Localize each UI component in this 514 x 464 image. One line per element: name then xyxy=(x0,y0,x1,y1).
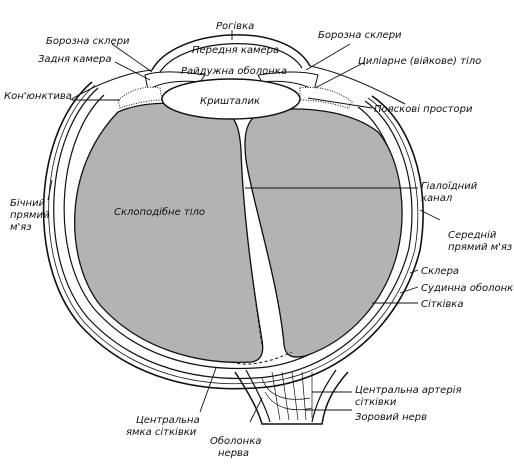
cornea-group xyxy=(69,34,406,105)
ciliary-right xyxy=(299,86,353,109)
vitreous-body xyxy=(74,102,403,365)
label-central-artery-1: Центральна артерія xyxy=(355,384,461,396)
label-ciliary-body: Циліарне (війкове) тіло xyxy=(358,55,481,67)
hyaloid-canal-dashed-left xyxy=(240,149,263,346)
label-scleral-sulcus-right: Борозна склери xyxy=(318,30,402,41)
label-fovea-1: Центральна xyxy=(136,415,200,426)
labels: Рогівка Борозна склери Борозна склери Пе… xyxy=(4,20,514,459)
label-conjunctiva: Кон'юнктива xyxy=(4,91,72,102)
label-lens: Кришталик xyxy=(200,96,260,107)
label-zonular-spaces: Пояскові простори xyxy=(374,103,473,115)
choroid-outline xyxy=(53,87,413,380)
label-hyaloid-canal-1: Гіалоїдний xyxy=(421,180,478,192)
sclera-inner-line xyxy=(48,84,419,385)
conjunctiva-left xyxy=(69,69,153,101)
optic-nerve-fibers xyxy=(261,371,313,421)
label-lateral-rectus-1: Бічний xyxy=(10,197,46,209)
vitreous-left-lobe xyxy=(74,102,264,364)
cornea-inner xyxy=(159,43,303,73)
ciliary-left xyxy=(117,86,163,109)
label-cornea: Рогівка xyxy=(216,20,254,32)
cornea-outer xyxy=(151,34,311,71)
label-central-artery-2: сітківки xyxy=(355,396,397,408)
optic-nerve-group xyxy=(234,369,349,425)
label-anterior-chamber: Передня камера xyxy=(192,45,279,56)
label-choroid: Судинна оболонка xyxy=(421,282,514,294)
label-scleral-sulcus-left: Борозна склери xyxy=(46,36,130,47)
lens xyxy=(161,78,301,120)
label-iris: Райдужна оболонка xyxy=(181,65,287,77)
leader-lines xyxy=(47,30,441,423)
vitreous-bottom-dashed xyxy=(231,351,293,365)
label-vitreous-body: Склоподібне тіло xyxy=(114,206,205,218)
label-lateral-rectus-2: прямий xyxy=(10,210,50,221)
conjunctiva-right xyxy=(309,65,406,105)
label-optic-nerve: Зоровий нерв xyxy=(355,412,427,423)
eyeball-wall xyxy=(42,81,424,390)
label-hyaloid-canal-2: канал xyxy=(421,193,453,204)
label-medial-rectus-2: прямий м'яз xyxy=(448,242,512,253)
sclera-outline xyxy=(42,81,424,390)
label-nerve-sheath-2: нерва xyxy=(218,448,249,459)
hyaloid-canal-dashed-right xyxy=(245,159,285,345)
label-lateral-rectus-3: м'яз xyxy=(10,222,32,233)
label-sclera: Склера xyxy=(421,266,459,277)
label-retina: Сітківка xyxy=(421,298,463,310)
label-medial-rectus-1: Середній xyxy=(448,229,497,241)
label-posterior-chamber: Задня камера xyxy=(38,54,112,65)
label-nerve-sheath-1: Оболонка xyxy=(210,435,261,447)
vitreous-right-lobe xyxy=(244,108,403,358)
label-fovea-2: ямка сітківки xyxy=(126,426,197,438)
optic-nerve-outer xyxy=(234,371,349,425)
